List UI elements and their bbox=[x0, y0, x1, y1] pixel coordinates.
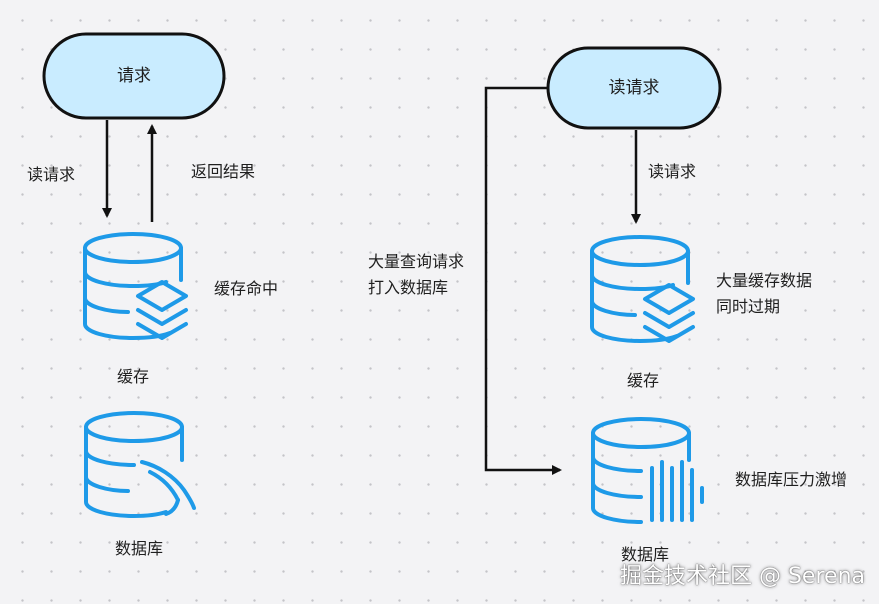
left-request-pill-label: 请求 bbox=[117, 66, 151, 86]
left-database-icon bbox=[84, 411, 196, 518]
right-db-pressure-label: 数据库压力激增 bbox=[735, 470, 848, 489]
right-database-icon bbox=[591, 417, 704, 524]
right-bypass-label: 大量查询请求 打入数据库 bbox=[368, 252, 465, 297]
right-cache-expired-label: 大量缓存数据 同时过期 bbox=[716, 271, 813, 316]
watermark: 掘金技术社区 @ Serena bbox=[619, 564, 865, 589]
right-cache-icon bbox=[590, 235, 695, 343]
right-cache-label: 缓存 bbox=[627, 371, 660, 390]
right-request-pill-label: 读请求 bbox=[608, 78, 660, 98]
left-request-pill bbox=[42, 32, 226, 120]
right-read-request-label: 读请求 bbox=[648, 162, 697, 181]
left-return-result-label: 返回结果 bbox=[191, 162, 256, 181]
right-bypass-arrow bbox=[484, 86, 562, 475]
left-read-request-label: 读请求 bbox=[27, 165, 76, 184]
left-cache-label: 缓存 bbox=[117, 367, 150, 386]
left-cache-icon bbox=[83, 232, 188, 340]
left-cache-hit-label: 缓存命中 bbox=[214, 279, 279, 298]
left-database-label: 数据库 bbox=[115, 539, 164, 558]
right-database-label: 数据库 bbox=[621, 545, 670, 564]
